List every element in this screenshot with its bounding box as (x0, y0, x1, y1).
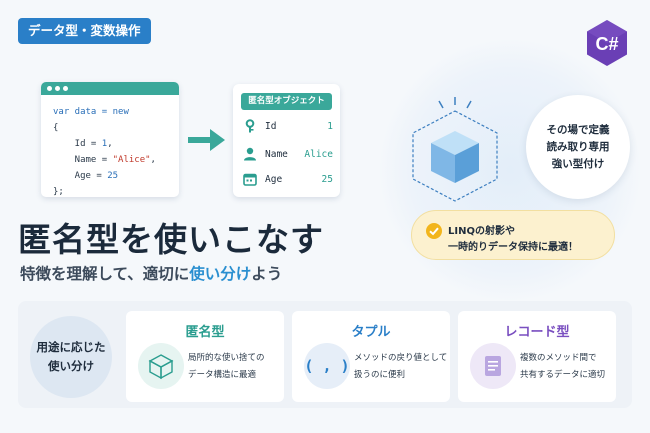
card-description: 複数のメソッド間で (520, 353, 597, 363)
card-description: 扱うのに便利 (354, 370, 406, 380)
property-key: Age (265, 173, 283, 185)
page-subtitle: 特徴を理解して、適切に使い分けよう (20, 262, 282, 284)
person-icon (244, 147, 256, 161)
card-description: メソッドの戻り値として (354, 353, 448, 363)
property-value: 25 (321, 173, 333, 185)
property-key: Id (265, 120, 277, 132)
subtitle-highlight: 使い分け (189, 265, 252, 283)
card-title: レコード型 (504, 325, 570, 340)
card-title: 匿名型 (185, 325, 225, 340)
property-value: 1 (327, 120, 333, 132)
card-anonymous-type: 匿名型 局所的な使い捨ての データ構造に最適 (126, 311, 284, 402)
cube-illustration-icon (412, 97, 498, 202)
property-row-age: Age 25 (243, 170, 333, 188)
usage-text: 用途に応じた (36, 340, 106, 354)
note-text: 一時的りデータ保持に最適！ (448, 242, 578, 253)
calendar-icon (243, 173, 257, 186)
subtitle-text: 特徴を理解して、適切に (20, 265, 190, 283)
feature-text: 読み取り専用 (546, 140, 610, 153)
object-card-title: 匿名型オブジェクト (241, 93, 332, 110)
cube-icon (148, 354, 174, 380)
check-circle-icon (426, 223, 442, 239)
code-text: var data = new{ Id = 1, Name = "Alice", … (41, 95, 179, 197)
code-line: }; (53, 187, 64, 197)
card-icon-circle (138, 343, 184, 389)
window-dot-icon (55, 86, 60, 91)
window-dot-icon (63, 86, 68, 91)
anonymous-object-card: 匿名型オブジェクト Id 1 Name Alice Age 25 (233, 84, 340, 197)
features-bubble: その場で定義 読み取り専用 強い型付け (526, 95, 630, 199)
category-tag: データ型・変数操作 (18, 18, 151, 44)
parentheses-icon: ( , ) (304, 357, 350, 375)
code-line: Id = 1, (53, 139, 113, 149)
page-title: 匿名型を使いこなす (18, 220, 324, 259)
arrow-right-icon (188, 129, 225, 151)
subtitle-text: よう (251, 265, 283, 283)
property-row-id: Id 1 (243, 117, 333, 135)
code-line: var data = new (53, 107, 129, 117)
svg-text:C#: C# (595, 34, 618, 54)
csharp-logo-icon: C# (587, 20, 627, 66)
key-icon (245, 119, 255, 133)
code-line: Age = 25 (53, 171, 119, 181)
card-icon-circle (470, 343, 516, 389)
usage-label-circle: 用途に応じた 使い分け (30, 316, 112, 398)
feature-text: その場で定義 (546, 123, 610, 136)
code-line: Name = "Alice", (53, 155, 156, 165)
code-snippet-card: var data = new{ Id = 1, Name = "Alice", … (41, 82, 179, 197)
card-icon-circle: ( , ) (304, 343, 350, 389)
card-description: データ構造に最適 (188, 370, 257, 380)
card-description: 局所的な使い捨ての (188, 353, 265, 363)
card-record-type: レコード型 複数のメソッド間で 共有するデータに適切 (458, 311, 616, 402)
window-dot-icon (47, 86, 52, 91)
note-text: LINQの射影や (448, 226, 515, 237)
property-key: Name (265, 148, 288, 160)
card-tuple: タプル ( , ) メソッドの戻り値として 扱うのに便利 (292, 311, 450, 402)
usecase-note: LINQの射影や 一時的りデータ保持に最適！ (411, 210, 615, 260)
code-line: { (53, 123, 59, 133)
usage-text: 使い分け (48, 359, 94, 373)
feature-text: 強い型付け (551, 157, 605, 170)
property-value: Alice (304, 148, 333, 160)
card-description: 共有するデータに適切 (520, 370, 606, 380)
code-window-titlebar (41, 82, 179, 95)
property-row-name: Name Alice (243, 145, 333, 163)
card-title: タプル (351, 325, 391, 340)
document-icon (485, 356, 501, 376)
